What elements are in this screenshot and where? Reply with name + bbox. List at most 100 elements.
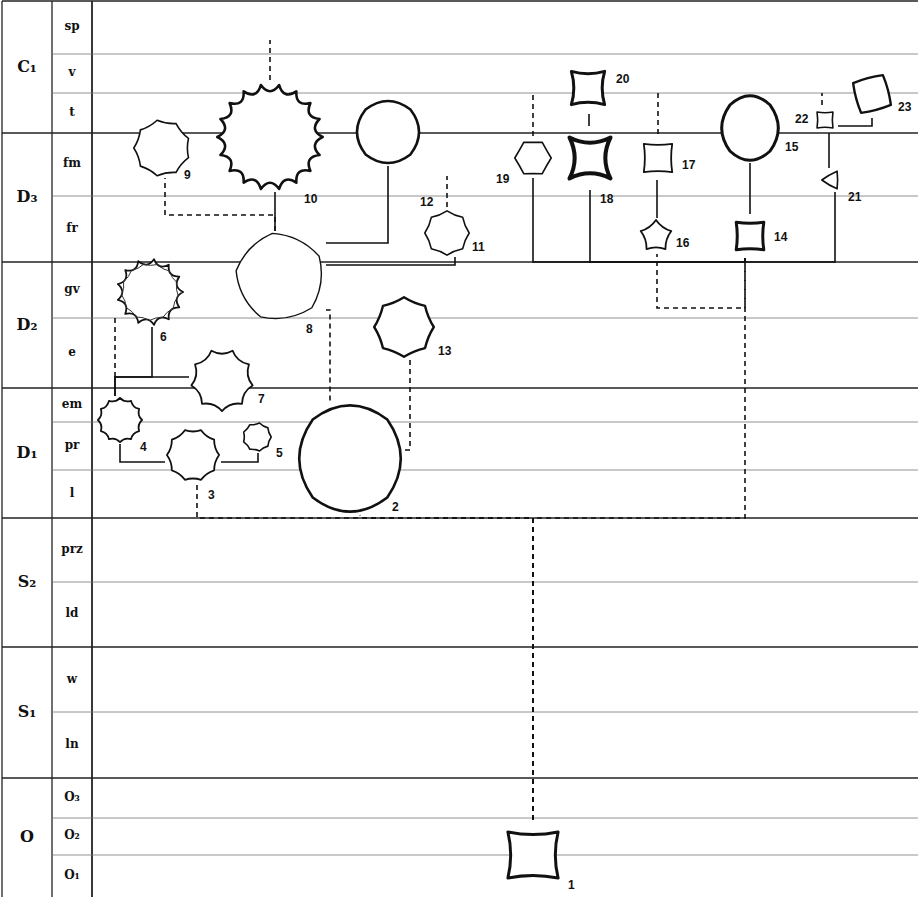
- acritarch-outline: [820, 168, 844, 192]
- lineage-connector: [656, 180, 658, 218]
- stage-label: fr: [66, 222, 77, 235]
- microfossil-node: 13: [372, 295, 436, 359]
- lineage-connector: [838, 118, 872, 126]
- lineage-connector: [360, 516, 533, 821]
- stage-label: e: [68, 346, 76, 359]
- callout-number: 17: [682, 158, 695, 172]
- microfossil-node: 19: [513, 138, 553, 178]
- callout-number: 7: [258, 392, 265, 406]
- callout-number: 15: [785, 140, 798, 154]
- stage-label: ld: [66, 607, 79, 620]
- callout-number: 20: [616, 72, 629, 86]
- acritarch-outline: [558, 126, 622, 190]
- microfossil-node: 4: [96, 396, 144, 444]
- stage-label: prz: [61, 543, 83, 556]
- lineage-connector: [274, 192, 276, 231]
- callout-number: 19: [496, 172, 509, 186]
- acritarch-outline: [234, 231, 326, 323]
- microfossil-node: 15: [719, 93, 781, 163]
- stage-label: O₁: [64, 869, 80, 882]
- period-label: S₁: [18, 703, 37, 721]
- acritarch-outline: [636, 136, 680, 180]
- acritarch-outline: [562, 62, 614, 114]
- stage-label: l: [70, 487, 75, 500]
- acritarch-outline: [96, 396, 144, 444]
- lineage-connector: [590, 190, 745, 262]
- microfossil-node: 2: [295, 401, 405, 516]
- microfossil-node: 21: [820, 168, 844, 192]
- microfossil-node: 14: [728, 214, 772, 258]
- microfossil-node: 12: [354, 98, 422, 166]
- lineage-connector: [828, 133, 830, 168]
- callout-number: 5: [276, 446, 283, 460]
- lineage-connector: [533, 258, 745, 820]
- microfossil-node: 18: [558, 126, 622, 190]
- lineage-connector: [405, 359, 410, 450]
- microfossil-node: 20: [562, 62, 614, 114]
- callout-number: 18: [600, 192, 613, 206]
- stage-label: O₃: [64, 791, 80, 804]
- microfossil-node: 1: [495, 820, 571, 890]
- stage-label: pr: [65, 439, 80, 452]
- callout-number: 10: [304, 192, 317, 206]
- callout-number: 2: [392, 500, 399, 514]
- lineage-connector: [326, 310, 330, 401]
- acritarch-outline: [189, 347, 255, 413]
- microfossil-node: 7: [189, 347, 255, 413]
- microfossil-node: 6: [115, 257, 185, 327]
- acritarch-outline: [719, 93, 781, 163]
- period-label: S₂: [18, 573, 37, 591]
- lineage-connector: [749, 163, 751, 214]
- acritarch-outline: [495, 820, 571, 890]
- callout-number: 9: [184, 168, 191, 182]
- microfossil-node: 22: [812, 107, 838, 133]
- acritarch-outline: [812, 107, 838, 133]
- lineage-connector: [326, 257, 455, 265]
- acritarch-outline: [295, 401, 405, 516]
- lineage-connector: [533, 178, 745, 262]
- acritarch-outline: [115, 257, 185, 327]
- acritarch-outline: [354, 98, 422, 166]
- period-label: O: [20, 828, 34, 846]
- microfossil-node: 5: [241, 421, 273, 453]
- microfossil-node: 10: [215, 82, 325, 192]
- callout-number: 16: [676, 236, 689, 250]
- period-label: D₂: [17, 316, 38, 334]
- microfossil-node: 23: [848, 70, 896, 118]
- microfossil-node: 16: [638, 218, 674, 254]
- acritarch-outline: [215, 82, 325, 192]
- acritarch-outline: [165, 427, 221, 483]
- period-label: C₁: [17, 58, 37, 76]
- microfossil-node: 9: [132, 118, 192, 178]
- callout-number: 6: [160, 330, 167, 344]
- period-label: D₁: [17, 444, 38, 462]
- acritarch-outline: [132, 118, 192, 178]
- stage-label: em: [62, 398, 82, 411]
- acritarch-outline: [638, 218, 674, 254]
- acritarch-outline: [372, 295, 436, 359]
- callout-number: 23: [898, 100, 911, 114]
- lineage-connector: [115, 377, 189, 396]
- lineage-connector: [326, 166, 388, 243]
- callout-number: 4: [140, 440, 147, 454]
- callout-number: 22: [795, 112, 808, 126]
- callout-number: 11: [472, 240, 485, 254]
- acritarch-outline: [423, 209, 471, 257]
- stage-label: fm: [63, 157, 81, 170]
- lineage-connector: [588, 114, 590, 126]
- acritarch-outline: [728, 214, 772, 258]
- acritarch-outline: [848, 70, 896, 118]
- stage-label: ln: [65, 738, 78, 751]
- stage-label: v: [69, 66, 76, 79]
- range-extension: [115, 40, 822, 377]
- microfossil-node: 8: [234, 231, 326, 323]
- microfossil-node: 11: [423, 209, 471, 257]
- lineage-connector: [221, 453, 258, 462]
- lineage-connector: [197, 483, 533, 820]
- acritarch-outline: [241, 421, 273, 453]
- acritarch-outline: [513, 138, 553, 178]
- stage-label: O₂: [64, 829, 80, 842]
- callout-number: 3: [208, 488, 215, 502]
